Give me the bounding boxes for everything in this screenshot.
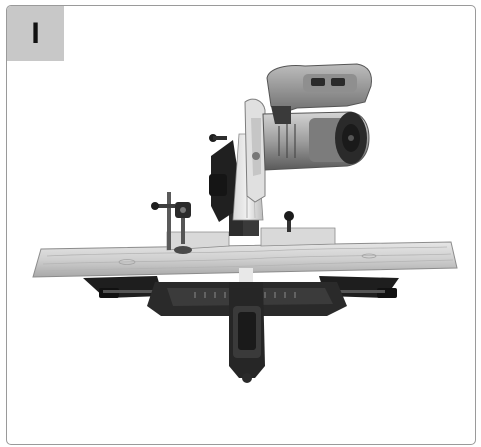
- right-knob: [284, 211, 294, 232]
- miter-saw-photo: [32, 63, 458, 383]
- step-label-badge: I: [7, 6, 64, 61]
- wood-board: [32, 241, 458, 282]
- saw-head: [209, 63, 372, 236]
- saw-base: [83, 276, 399, 383]
- figure-panel: I: [6, 5, 476, 445]
- clamp: [151, 192, 192, 254]
